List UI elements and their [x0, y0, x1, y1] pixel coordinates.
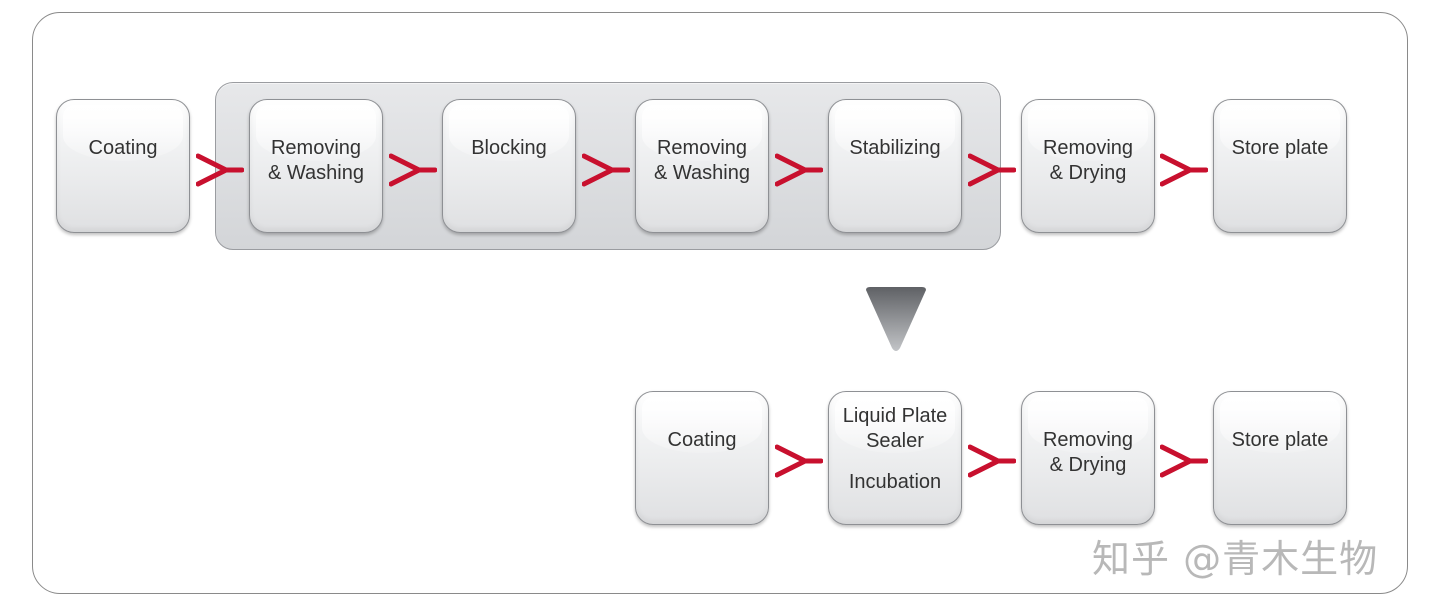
step-label: Removing: [1042, 137, 1134, 159]
step-removing-washing-1: Removing & Washing: [249, 99, 383, 233]
step-label: Blocking: [471, 137, 547, 159]
red-chevron-arrow-icon: [968, 153, 1016, 187]
red-chevron-arrow-icon: [1160, 153, 1208, 187]
red-chevron-arrow-icon: [582, 153, 630, 187]
step-label: Store plate: [1231, 137, 1329, 159]
step-label: Removing: [656, 137, 748, 159]
step-coating: Coating: [56, 99, 190, 233]
step-label-line2: & Drying: [1049, 162, 1127, 184]
step-label-line2: & Washing: [654, 162, 750, 184]
step-stabilizing: Stabilizing: [828, 99, 962, 233]
red-chevron-arrow-icon: [775, 153, 823, 187]
step-label: Removing: [270, 137, 362, 159]
step-removing-drying-alt: Removing & Drying: [1021, 391, 1155, 525]
red-chevron-arrow-icon: [968, 444, 1016, 478]
step-liquid-plate-sealer: Liquid Plate Sealer Incubation: [828, 391, 962, 525]
step-blocking: Blocking: [442, 99, 576, 233]
step-label: Stabilizing: [849, 137, 941, 159]
step-coating-alt: Coating: [635, 391, 769, 525]
step-removing-drying: Removing & Drying: [1021, 99, 1155, 233]
red-chevron-arrow-icon: [1160, 444, 1208, 478]
step-label-line2: & Washing: [268, 162, 364, 184]
watermark: 知乎 @青木生物: [1092, 537, 1379, 581]
step-label: Coating: [667, 429, 737, 451]
step-store-plate-alt: Store plate: [1213, 391, 1347, 525]
step-label-line2: & Drying: [1049, 454, 1127, 476]
step-label: Store plate: [1231, 429, 1329, 451]
step-label-line3: Incubation: [848, 471, 942, 493]
step-label-line2: Sealer: [866, 430, 924, 452]
red-chevron-arrow-icon: [196, 153, 244, 187]
red-chevron-arrow-icon: [775, 444, 823, 478]
step-store-plate: Store plate: [1213, 99, 1347, 233]
step-label: Liquid Plate: [842, 405, 948, 427]
step-label: Coating: [88, 137, 158, 159]
down-triangle-icon: [866, 287, 926, 351]
red-chevron-arrow-icon: [389, 153, 437, 187]
step-label: Removing: [1042, 429, 1134, 451]
step-removing-washing-2: Removing & Washing: [635, 99, 769, 233]
